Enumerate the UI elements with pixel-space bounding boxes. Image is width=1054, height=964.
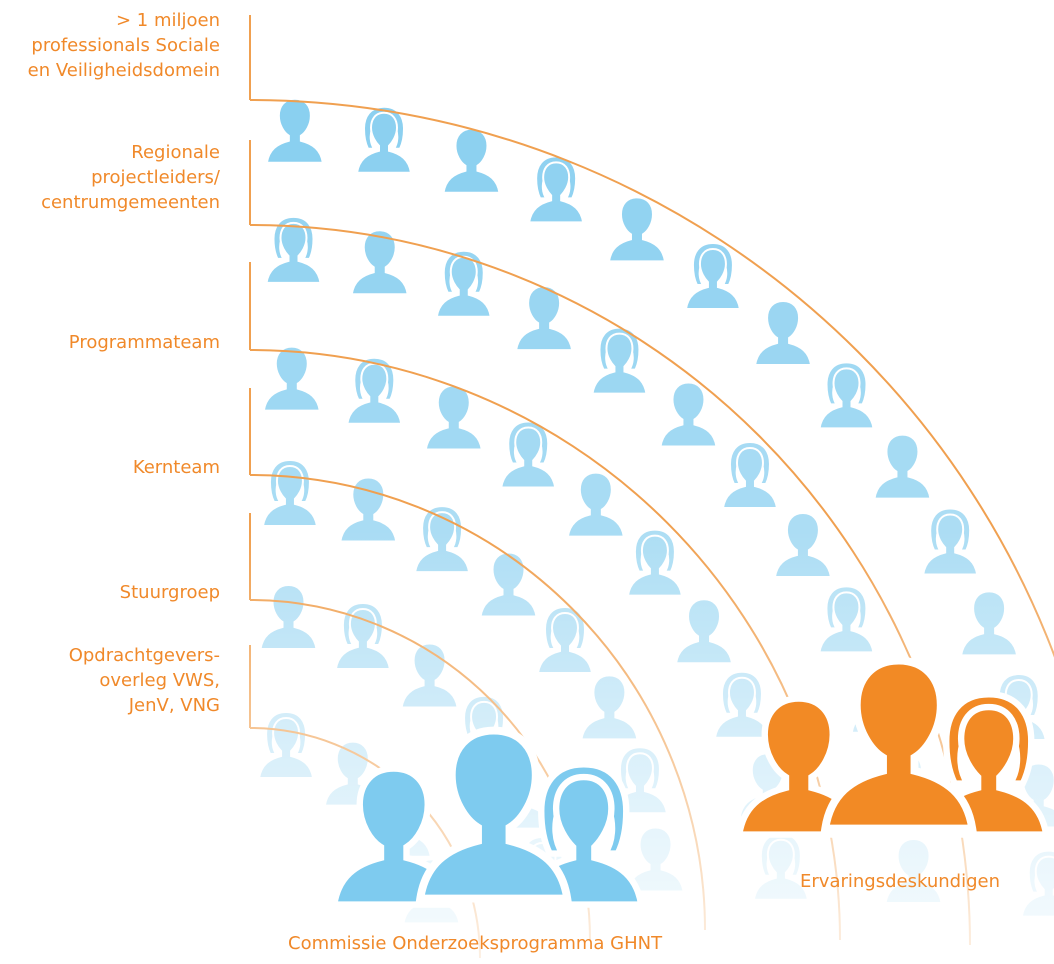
tier-label-stuurgroep: Stuurgroep (119, 582, 220, 603)
tier-label-programmateam: Programmateam (68, 332, 220, 353)
tier-label-professionals: > 1 miljoen professionals Sociale en Vei… (27, 10, 220, 81)
caption-commissie: Commissie Onderzoeksprogramma GHNT (288, 933, 663, 954)
tier-label-kernteam: Kernteam (132, 457, 220, 478)
caption-ervaringsdeskundigen: Ervaringsdeskundigen (800, 871, 1000, 892)
tier-label-regionale-projectleiders: Regionale projectleiders/ centrumgemeent… (41, 142, 220, 213)
tier-label-opdrachtgeversoverleg: Opdrachtgevers- overleg VWS, JenV, VNG (68, 645, 220, 716)
